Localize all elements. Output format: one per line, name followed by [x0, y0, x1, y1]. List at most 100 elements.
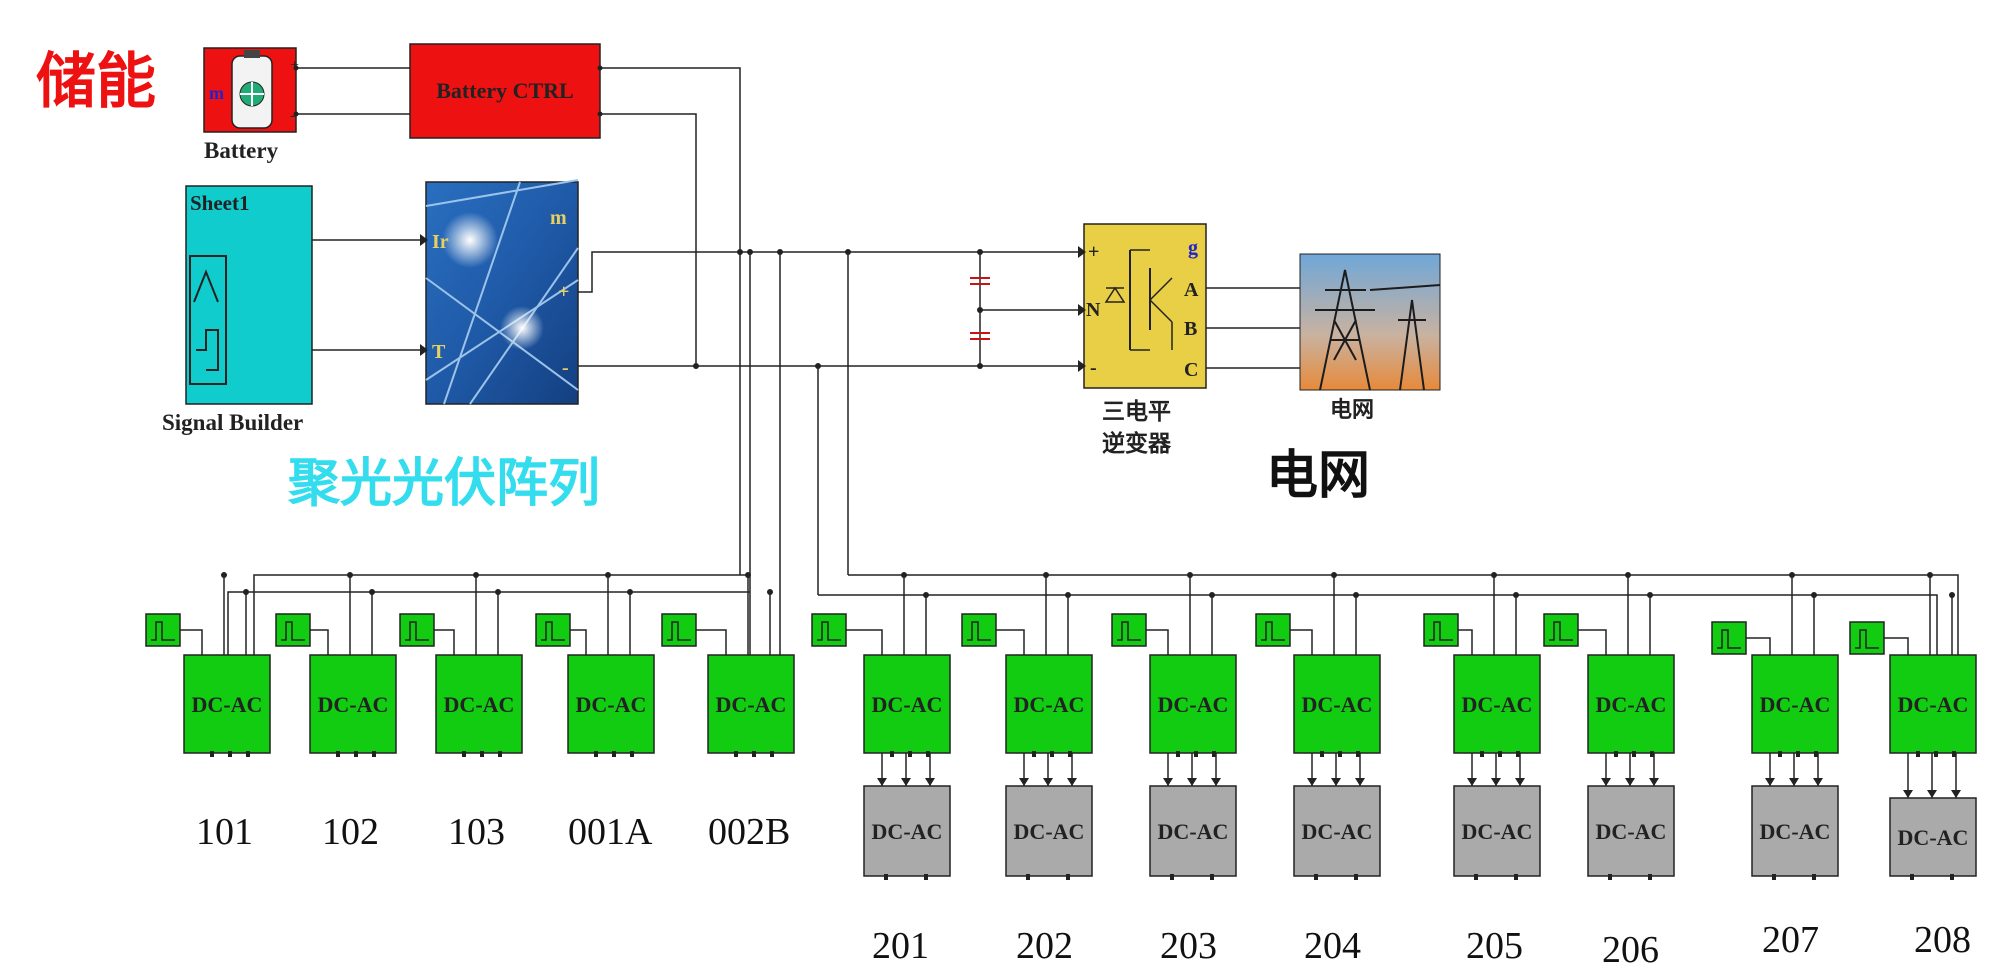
dcac-label: DC-AC: [1898, 692, 1969, 717]
dcac-label: DC-AC: [1596, 819, 1667, 844]
dcac-green-block[interactable]: DC-AC: [1889, 654, 1977, 754]
dcac-gray-block[interactable]: DC-AC: [1889, 797, 1977, 877]
pulse-generator-7[interactable]: [961, 613, 997, 647]
dcac-gray-block[interactable]: DC-AC: [863, 785, 951, 877]
dcac-label: DC-AC: [444, 692, 515, 717]
dcac-gray-block[interactable]: DC-AC: [1005, 785, 1093, 877]
dcac-green-block[interactable]: DC-AC: [1293, 654, 1381, 754]
dcac-label: DC-AC: [1158, 692, 1229, 717]
grid-image[interactable]: [1299, 253, 1441, 391]
pulse-generator-4[interactable]: [535, 613, 571, 647]
pv-port-minus: -: [562, 357, 569, 379]
dcac-green-block[interactable]: DC-AC: [1005, 654, 1093, 754]
top-wiring: [296, 67, 1300, 575]
pulse-generator-8[interactable]: [1111, 613, 1147, 647]
inverter-port-b: B: [1184, 318, 1197, 340]
unit-label: 203: [1160, 925, 1217, 967]
battery-block[interactable]: + - m: [203, 47, 299, 133]
unit-label: 201: [872, 925, 929, 967]
battery-label: Battery: [204, 138, 279, 163]
inverter-port-c: C: [1184, 359, 1198, 381]
unit-label: 208: [1914, 919, 1971, 961]
battery-port-m: m: [209, 83, 224, 103]
capacitor-2: [970, 332, 990, 340]
pulse-generator-1[interactable]: [145, 613, 181, 647]
dcac-label: DC-AC: [1014, 692, 1085, 717]
pulse-generator-6[interactable]: [811, 613, 847, 647]
unit-label: 205: [1466, 925, 1523, 967]
dcac-green-block[interactable]: DC-AC: [435, 654, 523, 754]
unit-label: 102: [322, 811, 379, 853]
unit-label: 101: [196, 811, 253, 853]
dcac-gray-block[interactable]: DC-AC: [1149, 785, 1237, 877]
dcac-green-block[interactable]: DC-AC: [183, 654, 271, 754]
dcac-label: DC-AC: [716, 692, 787, 717]
inverter-label-line2: 逆变器: [1102, 431, 1171, 457]
dcac-gray-block[interactable]: DC-AC: [1587, 785, 1675, 877]
pulse-generator-9[interactable]: [1255, 613, 1291, 647]
svg-text:+: +: [290, 57, 299, 74]
pulse-generator-3[interactable]: [399, 613, 435, 647]
dcac-label: DC-AC: [1760, 819, 1831, 844]
signal-builder-label: Signal Builder: [162, 410, 304, 435]
pulse-generator-11[interactable]: [1543, 613, 1579, 647]
dcac-label: DC-AC: [1898, 825, 1969, 850]
unit-label: 001A: [568, 811, 653, 853]
pulse-generator-5[interactable]: [661, 613, 697, 647]
inverter-port-g: g: [1188, 237, 1198, 259]
dcac-green-block[interactable]: DC-AC: [1587, 654, 1675, 754]
storage-label: 储能: [36, 47, 156, 117]
dcac-label: DC-AC: [872, 692, 943, 717]
unit-label: 207: [1762, 919, 1819, 961]
dcac-gray-block[interactable]: DC-AC: [1453, 785, 1541, 877]
dcac-green-block[interactable]: DC-AC: [309, 654, 397, 754]
unit-label: 204: [1304, 925, 1361, 967]
dcac-green-block[interactable]: DC-AC: [1149, 654, 1237, 754]
signal-builder-title: Sheet1: [190, 191, 250, 215]
inverter-label-line1: 三电平: [1102, 399, 1171, 425]
dcac-units: DC-AC DC-AC DC-AC DC-AC DC-AC DC-AC DC-AC DC-AC…: [145, 572, 1977, 880]
pv-port-plus: +: [558, 281, 569, 303]
dcac-label: DC-AC: [576, 692, 647, 717]
dcac-gray-block[interactable]: DC-AC: [1751, 785, 1839, 877]
pulse-generator-2[interactable]: [275, 613, 311, 647]
pulse-generator-10[interactable]: [1423, 613, 1459, 647]
dcac-green-block[interactable]: DC-AC: [1751, 654, 1839, 754]
dcac-label: DC-AC: [318, 692, 389, 717]
dcac-label: DC-AC: [192, 692, 263, 717]
dcac-label: DC-AC: [1462, 819, 1533, 844]
svg-text:-: -: [290, 107, 295, 124]
dcac-label: DC-AC: [1158, 819, 1229, 844]
pulse-generator-12[interactable]: [1711, 621, 1747, 655]
grid-label: 电网: [1330, 398, 1375, 423]
inverter-block[interactable]: + N - g A B C: [1083, 223, 1207, 389]
dcac-label: DC-AC: [1596, 692, 1667, 717]
dcac-gray-block[interactable]: DC-AC: [1293, 785, 1381, 877]
dcac-green-block[interactable]: DC-AC: [863, 654, 951, 754]
pv-array-block[interactable]: Ir T m + -: [425, 179, 579, 405]
dcac-green-block[interactable]: DC-AC: [1453, 654, 1541, 754]
dcac-label: DC-AC: [1302, 692, 1373, 717]
dcac-label: DC-AC: [872, 819, 943, 844]
unit-label: 002B: [708, 811, 791, 853]
bottom-buses: [227, 252, 1959, 655]
dcac-label: DC-AC: [1760, 692, 1831, 717]
dcac-green-block[interactable]: DC-AC: [567, 654, 655, 754]
pv-port-m: m: [550, 207, 567, 229]
inverter-port-plus: +: [1088, 241, 1099, 263]
dcac-label: DC-AC: [1014, 819, 1085, 844]
pv-port-t: T: [432, 341, 446, 363]
pv-array-caption: 聚光光伏阵列: [288, 454, 601, 514]
unit-label: 206: [1602, 929, 1659, 971]
battery-ctrl-block[interactable]: Battery CTRL: [409, 43, 601, 139]
unit-label: 202: [1016, 925, 1073, 967]
dcac-green-block[interactable]: DC-AC: [707, 654, 795, 754]
grid-caption: 电网: [1266, 446, 1371, 506]
inverter-port-minus: -: [1090, 357, 1097, 379]
dcac-label: DC-AC: [1462, 692, 1533, 717]
inverter-port-a: A: [1184, 279, 1199, 301]
signal-builder-block[interactable]: Sheet1: [185, 185, 313, 405]
capacitor-1: [970, 277, 990, 285]
pulse-generator-13[interactable]: [1849, 621, 1885, 655]
